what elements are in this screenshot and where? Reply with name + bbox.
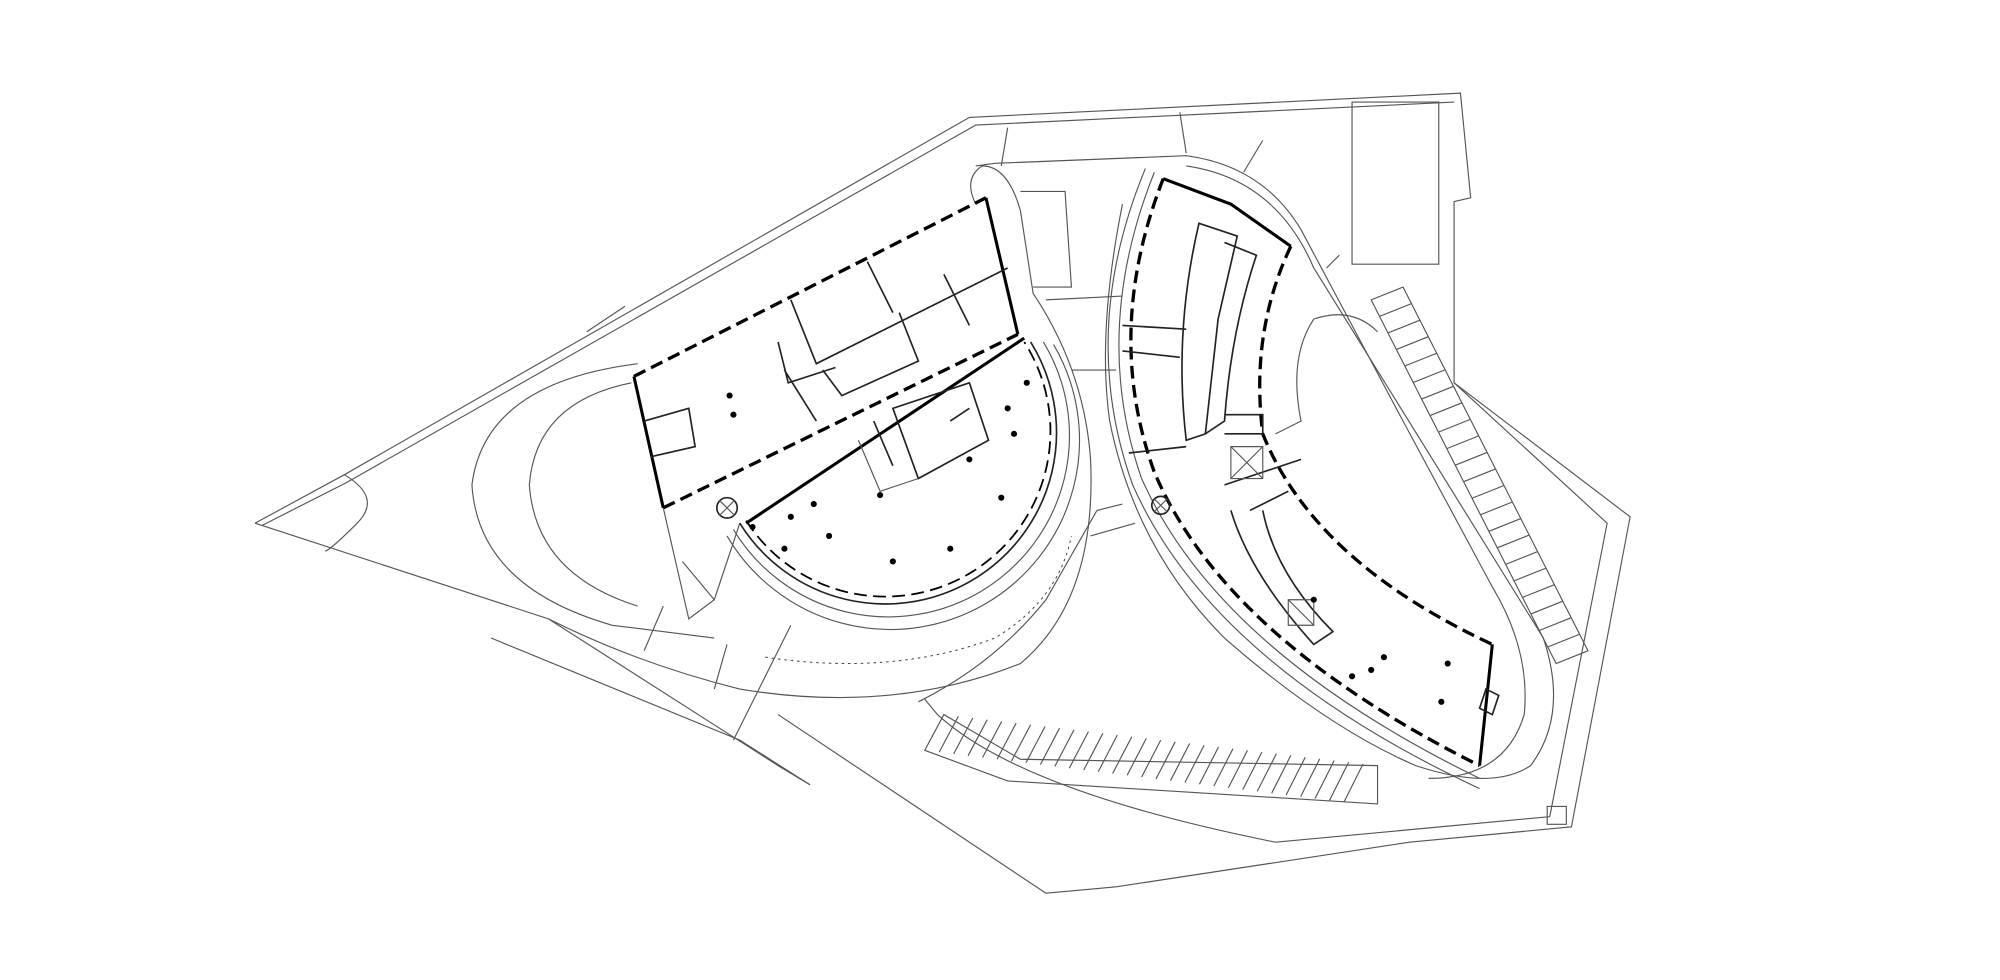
- parking-stall-line: [1505, 551, 1538, 565]
- parking-stall-line: [1039, 727, 1061, 765]
- structural-column: [966, 456, 973, 463]
- parking-stall-line: [1497, 534, 1530, 549]
- parking-stall-line: [1513, 567, 1547, 582]
- parking-stall-line: [1126, 738, 1147, 776]
- parking-stall-line: [1404, 352, 1437, 367]
- structural-column: [1380, 654, 1387, 661]
- parking-stall-line: [1343, 763, 1364, 803]
- structural-column: [1023, 379, 1030, 386]
- parking-stall-line: [1539, 617, 1572, 632]
- structural-column: [810, 500, 817, 508]
- parking-stall-line: [1054, 729, 1075, 767]
- parking-stall-line: [1198, 746, 1220, 785]
- parking-stall-line: [1271, 755, 1292, 794]
- site-boundary: [254, 92, 1631, 894]
- structural-column: [1444, 660, 1451, 667]
- access-roads: [471, 112, 1555, 843]
- structural-column: [826, 532, 833, 539]
- structural-column: [877, 492, 884, 499]
- parking-stall-line: [1097, 734, 1118, 773]
- parking-stall-line: [1184, 744, 1205, 783]
- parking-stall-line: [1169, 743, 1191, 781]
- parking-stall-line: [1522, 584, 1555, 598]
- parking-stall-line: [1025, 726, 1046, 764]
- structural-column: [787, 513, 794, 520]
- parking-stall-line: [1446, 435, 1479, 450]
- structural-column: [1010, 430, 1018, 437]
- parking-stall-line: [1141, 739, 1162, 778]
- structural-column: [947, 545, 954, 552]
- parking-stall-line: [967, 719, 988, 756]
- parking-stall-line: [982, 721, 1003, 758]
- site-marker: [1546, 805, 1567, 825]
- structural-column: [1004, 405, 1011, 412]
- parking-stall-line: [1530, 600, 1564, 615]
- structural-column: [1348, 673, 1356, 680]
- parking-stall-line: [1068, 731, 1089, 769]
- parking-stall-line: [1328, 761, 1350, 801]
- building-west: [632, 196, 1081, 631]
- parking-stall-line: [1227, 750, 1248, 789]
- parking-stall-line: [1010, 724, 1032, 762]
- structural-column: [998, 494, 1005, 501]
- parking-stall-line: [1285, 756, 1306, 796]
- parking-stall-line: [1314, 760, 1335, 799]
- parking-stalls-bottom: [923, 713, 1379, 805]
- structural-column: [1438, 698, 1445, 705]
- building-east: [1107, 168, 1500, 790]
- parking-stall-line: [1256, 753, 1277, 792]
- parking-stall-line: [1471, 484, 1505, 499]
- parking-stall-line: [938, 716, 959, 753]
- parking-stall-line: [1455, 451, 1488, 466]
- structural-column: [889, 558, 896, 565]
- parking-stall-line: [1412, 369, 1446, 384]
- parking-stall-line: [1421, 385, 1454, 400]
- parking-stall-line: [1379, 303, 1412, 317]
- parking-stall-line: [1547, 633, 1580, 648]
- parking-stall-line: [1213, 748, 1234, 787]
- structural-column: [726, 392, 733, 399]
- parking-stall-line: [1438, 418, 1471, 433]
- parking-stall-line: [953, 717, 974, 755]
- parking-stall-line: [996, 722, 1017, 760]
- parking-stall-line: [1155, 741, 1176, 780]
- parking-stall-line: [1396, 336, 1429, 350]
- parking-stall-line: [1387, 319, 1421, 334]
- parking-stall-line: [1242, 751, 1263, 790]
- parking-stall-line: [1083, 733, 1104, 771]
- structural-column: [781, 545, 788, 552]
- parking-stall-line: [1480, 501, 1513, 516]
- parking-stall-line: [1429, 402, 1463, 417]
- structural-column: [1310, 596, 1317, 603]
- parking-stall-line: [1300, 758, 1321, 798]
- parking-stall-line: [1488, 518, 1521, 532]
- structural-column: [749, 523, 756, 531]
- parking-stalls-right: [1370, 286, 1589, 665]
- parking-stall-line: [1463, 468, 1496, 483]
- structural-column: [730, 411, 737, 418]
- structural-column: [1368, 666, 1375, 673]
- parking-stall-line: [1112, 736, 1133, 774]
